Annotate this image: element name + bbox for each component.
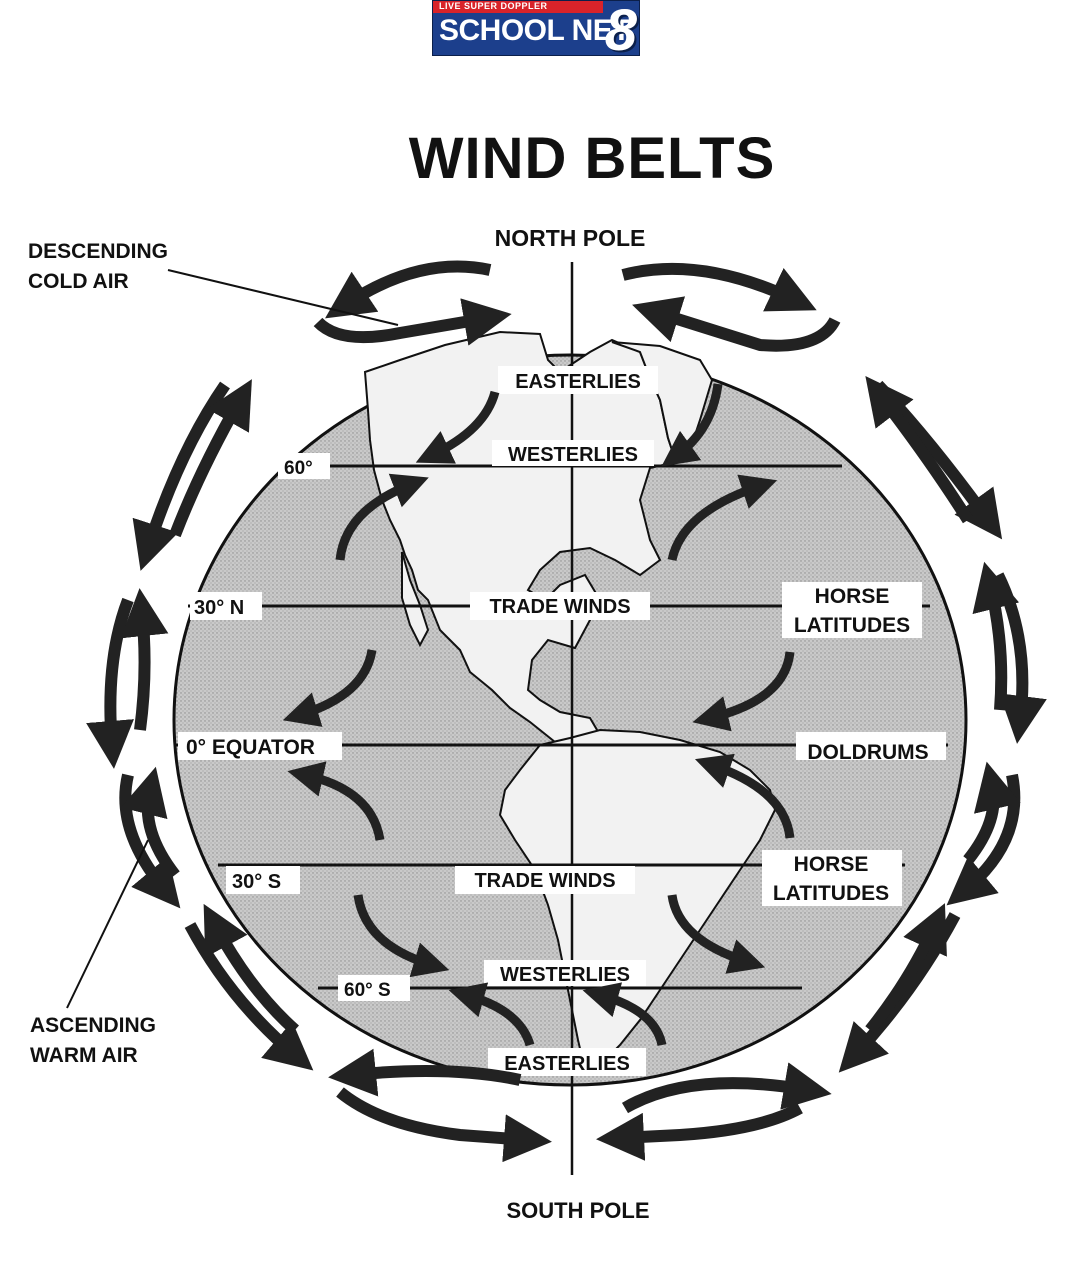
arrow-westerly-nw — [335, 473, 429, 561]
latitude-label-60n: 60° — [284, 458, 313, 479]
arrow-trade-se — [694, 753, 795, 839]
cell-arrow-ferrel-ne-inner — [865, 375, 974, 524]
latitude-label-30n: 30° N — [194, 597, 244, 619]
cell-arrow-hadley-nw-outer — [86, 597, 134, 769]
cell-arrow-ferrel-se-inner — [865, 903, 947, 1034]
cell-arrow-polar-se-bottom — [596, 1102, 803, 1161]
north-pole-label: NORTH POLE — [495, 225, 646, 251]
label-bg-30s — [226, 866, 300, 894]
westerlies-south-label: WESTERLIES — [500, 964, 630, 986]
arrow-westerly-sw — [353, 894, 450, 978]
cell-arrow-hadley-ne-inner — [972, 561, 1020, 711]
label-bg-westerlies-n — [492, 440, 654, 466]
ascending-warm-air-line1: ASCENDING — [30, 1014, 156, 1037]
label-bg-horse-s — [762, 850, 902, 906]
arrow-trade-nw — [282, 649, 377, 727]
cell-arrow-hadley-sw-inner — [120, 766, 180, 879]
latitude-label-30s: 30° S — [232, 871, 281, 893]
ascending-warm-air-line2: WARM AIR — [30, 1044, 138, 1067]
cell-arrow-hadley-nw-inner — [120, 588, 169, 731]
arrow-westerly-ne — [667, 474, 778, 562]
horse-latitudes-north-line1: HORSE — [815, 585, 890, 608]
cell-arrow-polar-sw-top — [328, 1048, 522, 1097]
trade-winds-north-label: TRADE WINDS — [489, 596, 630, 618]
arrow-easterly-se — [582, 982, 667, 1047]
cell-arrow-ferrel-sw-outer — [184, 922, 314, 1071]
cell-arrow-ferrel-nw-inner — [169, 379, 252, 538]
easterlies-south-label: EASTERLIES — [504, 1053, 630, 1075]
arrow-trade-sw — [287, 761, 385, 841]
cell-arrow-polar-nw-top — [325, 260, 492, 319]
cell-arrow-polar-nw-bottom — [313, 298, 512, 346]
arrow-easterly-ne — [661, 383, 723, 467]
horse-latitudes-north-line2: LATITUDES — [794, 614, 910, 637]
label-bg-60n — [278, 453, 330, 479]
label-bg-easterlies-n — [498, 366, 658, 394]
logo-number: 8 — [604, 0, 637, 63]
cell-arrow-ferrel-sw-inner — [203, 903, 299, 1035]
callout-line-ascending — [66, 839, 149, 1009]
descending-cold-air-line2: COLD AIR — [28, 270, 129, 293]
label-bg-doldrums — [796, 732, 946, 760]
label-bg-westerlies-s — [484, 960, 646, 986]
horse-latitudes-south-line2: LATITUDES — [773, 882, 889, 905]
label-bg-30n — [190, 592, 262, 620]
label-bg-easterlies-s — [488, 1048, 646, 1076]
logo-line1: LIVE SUPER DOPPLER — [439, 1, 548, 11]
arrow-easterly-nw — [415, 390, 500, 464]
label-bg-trade-s — [455, 866, 635, 894]
latitude-label-60s: 60° S — [344, 980, 391, 1001]
south-pole-label: SOUTH POLE — [506, 1198, 649, 1223]
cell-arrow-polar-se-top — [621, 1062, 832, 1114]
cell-arrow-hadley-se-inner — [963, 761, 1021, 864]
latitude-label-equator: 0° EQUATOR — [186, 736, 315, 759]
label-bg-equator — [178, 732, 342, 760]
baja-peninsula — [401, 551, 430, 648]
label-bg-horse-n — [782, 582, 922, 638]
descending-cold-air-line1: DESCENDING — [28, 240, 168, 263]
arrow-westerly-se — [667, 894, 766, 974]
easterlies-north-label: EASTERLIES — [515, 371, 641, 393]
doldrums-label: DOLDRUMS — [807, 741, 928, 764]
diagram-title: WIND BELTS — [409, 126, 776, 191]
school-net-8-logo: LIVE SUPER DOPPLER SCHOOL NET 8 — [432, 0, 640, 63]
logo-line2: SCHOOL NET — [439, 14, 631, 47]
trade-winds-south-label: TRADE WINDS — [474, 870, 615, 892]
cell-arrow-polar-sw-bottom — [336, 1087, 552, 1163]
label-bg-60s — [338, 975, 410, 1001]
logo-red-strip — [433, 1, 603, 13]
horse-latitudes-south-line1: HORSE — [794, 853, 869, 876]
cell-arrow-polar-ne-bottom — [632, 296, 841, 352]
cell-arrow-ferrel-nw-outer — [132, 381, 230, 571]
callout-line-descending — [167, 269, 399, 326]
arrow-easterly-sw — [448, 982, 535, 1047]
arrow-trade-ne — [692, 651, 795, 732]
westerlies-north-label: WESTERLIES — [508, 444, 638, 466]
cell-arrow-polar-ne-top — [621, 262, 817, 312]
label-bg-trade-n — [470, 592, 650, 620]
